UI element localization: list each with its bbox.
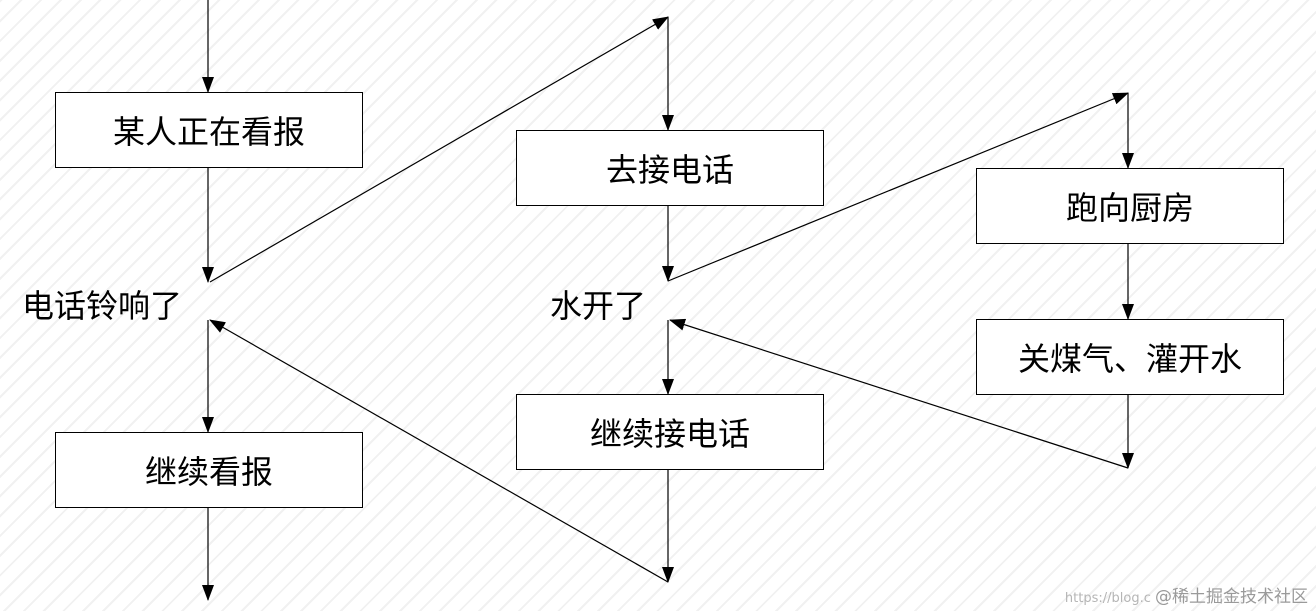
arrow-return-to-reading	[209, 319, 669, 583]
arrow-ring-to-answer	[209, 16, 669, 283]
box-reading: 某人正在看报	[55, 92, 363, 168]
arrow-return-to-phone	[669, 318, 1129, 469]
box-run-kitchen-text: 跑向厨房	[1065, 189, 1194, 227]
event-phone-rings: 电话铃响了	[22, 287, 183, 325]
box-continue-phone: 继续接电话	[516, 394, 824, 470]
watermark-url: https://blog.c	[1064, 591, 1151, 606]
box-answer-phone-text: 去接电话	[605, 151, 734, 189]
box-run-kitchen: 跑向厨房	[976, 168, 1284, 244]
box-answer-phone: 去接电话	[516, 130, 824, 206]
box-reading-text: 某人正在看报	[112, 113, 305, 151]
watermark-brand: @稀土掘金技术社区	[1155, 587, 1308, 607]
box-continue-phone-text: 继续接电话	[589, 415, 750, 453]
box-continue-reading: 继续看报	[55, 432, 363, 508]
box-turn-off-gas: 关煤气、灌开水	[976, 319, 1284, 395]
watermark: https://blog.c @稀土掘金技术社区	[1065, 582, 1308, 607]
arrow-boil-to-kitchen	[667, 92, 1129, 282]
box-continue-reading-text: 继续看报	[144, 453, 273, 491]
box-turn-off-gas-text: 关煤气、灌开水	[1017, 340, 1242, 378]
event-water-boils: 水开了	[550, 287, 647, 325]
